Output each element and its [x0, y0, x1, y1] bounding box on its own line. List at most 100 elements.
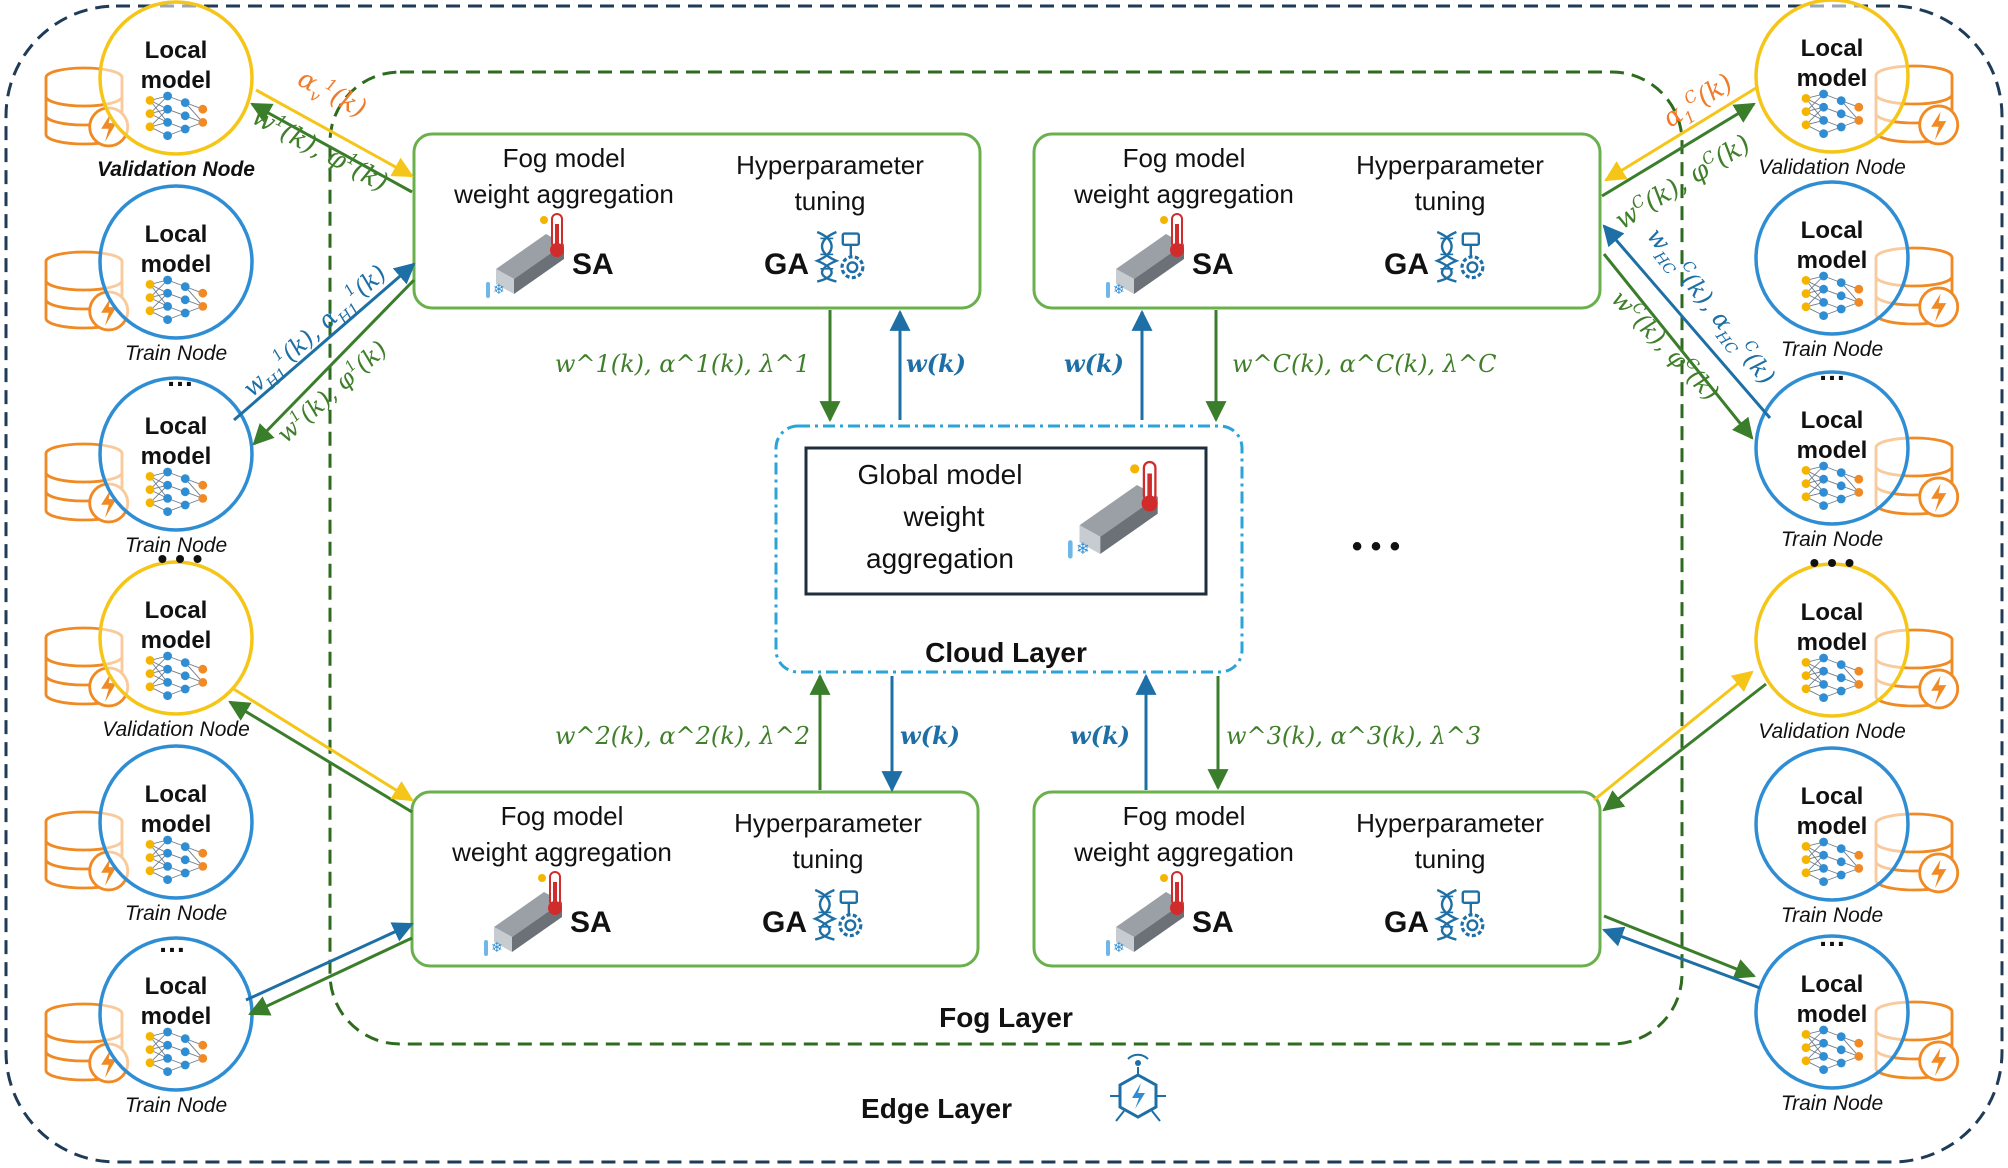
label-alpha-v1: αv1(k): [291, 62, 372, 128]
fog-agg-line2: weight aggregation: [451, 837, 672, 867]
local-label: Local: [1801, 971, 1864, 998]
node-caption: Train Node: [125, 342, 227, 365]
label-down-right-bottom: w(k): [1070, 721, 1130, 750]
fog-box-top-right: Fog model weight aggregation Hyperparamete…: [1032, 132, 1602, 310]
svg-text:wH11(k), αH11(k): wH11(k), αH11(k): [236, 258, 395, 406]
node-caption: Train Node: [125, 902, 227, 925]
node-caption: Validation Node: [1758, 720, 1906, 743]
edge-hub-icon: [1110, 1053, 1166, 1122]
node-ellipsis: …: [1818, 921, 1846, 952]
label-down-right-top: w(k): [1064, 349, 1124, 378]
svg-text:α1C(k): α1C(k): [1657, 67, 1741, 138]
node-caption: Validation Node: [97, 158, 255, 181]
node-ellipsis: …: [158, 927, 186, 958]
ga-label: GA: [1384, 906, 1429, 939]
label-wh1-alphah1: wH11(k), αH11(k): [236, 258, 395, 406]
sa-label: SA: [1192, 248, 1234, 281]
node-ellipsis: …: [1818, 355, 1846, 386]
ga-label: GA: [1384, 248, 1429, 281]
fog-hp-line2: tuning: [1415, 844, 1486, 874]
fog-hp-line1: Hyperparameter: [1356, 150, 1544, 180]
node-caption: Train Node: [125, 534, 227, 557]
local-label: Local: [145, 973, 208, 1000]
svg-text:w1(k), φ1(k): w1(k), φ1(k): [247, 100, 394, 198]
local-label: Local: [145, 597, 208, 624]
local-label: Local: [145, 781, 208, 808]
model-label: model: [1797, 65, 1868, 92]
node-ellipsis: • • •: [158, 543, 203, 574]
node-caption: Train Node: [1781, 338, 1883, 361]
center-ellipsis: • • •: [1352, 530, 1400, 563]
label-up-right-top: w^C(k), α^C(k), λ^C: [1232, 350, 1496, 378]
model-label: model: [1797, 1001, 1868, 1028]
fog-agg-line2: weight aggregation: [1073, 837, 1294, 867]
edge-layer-border: [4, 4, 2004, 1164]
edge-layer-label: Edge Layer: [861, 1093, 1012, 1124]
node-ring: [98, 560, 254, 716]
model-label: model: [141, 811, 212, 838]
label-up-right-bottom: w^3(k), α^3(k), λ^3: [1226, 722, 1481, 750]
local-label: Local: [1801, 35, 1864, 62]
node-ring: [98, 0, 254, 156]
cloud-layer-border: [774, 424, 1244, 674]
node-caption: Validation Node: [102, 718, 250, 741]
global-box-line1: Global model: [858, 459, 1023, 490]
local-label: Local: [1801, 407, 1864, 434]
model-label: model: [1797, 437, 1868, 464]
label-down-left-bottom: w(k): [900, 721, 960, 750]
model-label: model: [141, 251, 212, 278]
node-caption: Train Node: [1781, 904, 1883, 927]
global-box-line2: weight: [903, 501, 985, 532]
model-label: model: [141, 67, 212, 94]
node-ellipsis: …: [166, 361, 194, 392]
fog-layer-border: [328, 70, 1684, 1046]
vertical-arrows: [809, 309, 1229, 793]
node-caption: Train Node: [1781, 1092, 1883, 1115]
model-label: model: [141, 627, 212, 654]
sa-label: SA: [1192, 906, 1234, 939]
local-label: Local: [1801, 217, 1864, 244]
local-label: Local: [145, 37, 208, 64]
model-label: model: [1797, 629, 1868, 656]
local-label: Local: [1801, 783, 1864, 810]
local-label: Local: [145, 221, 208, 248]
fog-hp-line2: tuning: [795, 186, 866, 216]
label-up-left-top: w^1(k), α^1(k), λ^1: [555, 350, 810, 378]
ga-label: GA: [762, 906, 807, 939]
cloud-layer-label: Cloud Layer: [925, 637, 1087, 668]
fog-hp-line1: Hyperparameter: [736, 150, 924, 180]
node-caption: Validation Node: [1758, 156, 1906, 179]
fog-agg-line1: Fog model: [1123, 143, 1246, 173]
ga-label: GA: [764, 248, 809, 281]
svg-text:αv1(k): αv1(k): [291, 62, 372, 128]
fog-hp-line2: tuning: [1415, 186, 1486, 216]
node-ring: [1754, 370, 1910, 526]
fog-layer-label: Fog Layer: [939, 1002, 1073, 1033]
model-label: model: [141, 1003, 212, 1030]
node-ring: [1754, 180, 1910, 336]
node-caption: Train Node: [1781, 528, 1883, 551]
fog-agg-line2: weight aggregation: [1073, 179, 1294, 209]
fog-hp-line2: tuning: [793, 844, 864, 874]
fog-agg-line1: Fog model: [501, 801, 624, 831]
model-label: model: [1797, 813, 1868, 840]
node-ring: [98, 184, 254, 340]
global-box-line3: aggregation: [866, 543, 1014, 574]
node-ring: [1754, 0, 1910, 154]
model-label: model: [141, 443, 212, 470]
model-label: model: [1797, 247, 1868, 274]
